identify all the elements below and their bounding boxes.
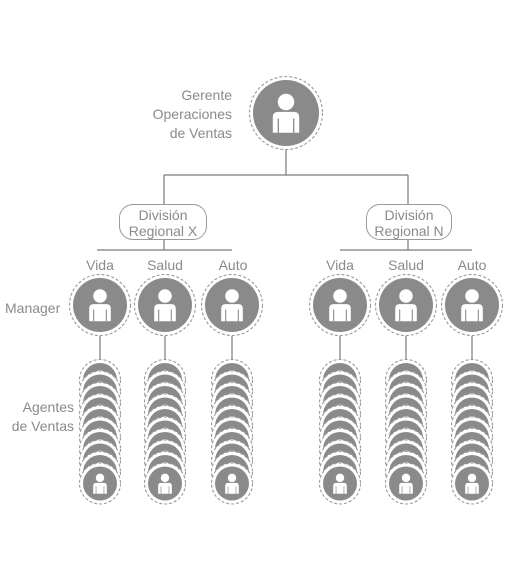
agent-icon-n-auto-10 [450, 462, 494, 505]
icon-body [461, 304, 483, 322]
product-label-n-auto: Auto [457, 257, 487, 273]
division-n-pill: División Regional N [366, 204, 452, 240]
icon-head [160, 473, 170, 483]
icon-body [333, 482, 347, 494]
product-label-x-salud: Salud [147, 257, 183, 273]
division-x-line-2: Regional X [128, 223, 198, 239]
icon-head [399, 289, 413, 303]
agents-row-label: Agentes de Ventas [12, 398, 74, 436]
icon-head [333, 289, 347, 303]
icon-head [465, 289, 479, 303]
icon-body [154, 304, 176, 322]
icon-head [95, 473, 105, 483]
top-title: Gerente Operaciones de Ventas [153, 86, 232, 143]
manager-icon-n-auto [440, 273, 504, 337]
icon-body [93, 482, 107, 494]
agent-icon-n-salud-10 [384, 462, 428, 505]
product-label-x-vida: Vida [86, 257, 114, 273]
product-label-n-salud: Salud [388, 257, 424, 273]
icon-head [93, 289, 107, 303]
agent-icon-x-salud-10 [143, 462, 187, 505]
icon-body [465, 482, 479, 494]
icon-body [89, 304, 111, 322]
icon-body [395, 304, 417, 322]
division-x-line-1: División [138, 207, 188, 223]
manager-icon-n-salud [374, 273, 438, 337]
top-manager-icon [248, 75, 324, 151]
product-label-x-auto: Auto [218, 257, 248, 273]
icon-head [277, 93, 295, 111]
icon-body [399, 482, 413, 494]
icon-body [329, 304, 351, 322]
manager-icon-x-salud [133, 273, 197, 337]
icon-head [158, 289, 172, 303]
icon-body [272, 111, 300, 133]
agents-row-label-line-1: Agentes [22, 399, 74, 415]
agents-row-label-line-2: de Ventas [11, 418, 74, 434]
product-label-n-vida: Vida [326, 257, 354, 273]
agent-icon-x-auto-10 [210, 462, 254, 505]
agent-icon-n-vida-10 [318, 462, 362, 505]
icon-body [221, 304, 243, 322]
division-n-line-1: División [384, 207, 434, 223]
manager-icon-n-vida [308, 273, 372, 337]
icon-head [335, 473, 345, 483]
manager-icon-x-auto [200, 273, 264, 337]
top-title-line-2: Operaciones [152, 106, 232, 122]
top-title-line-3: de Ventas [169, 125, 232, 141]
manager-row-label: Manager [5, 300, 61, 316]
manager-icon-x-vida [68, 273, 132, 337]
division-n-line-2: Regional N [374, 223, 444, 239]
icon-head [227, 473, 237, 483]
agent-icon-x-vida-10 [78, 462, 122, 505]
icon-head [225, 289, 239, 303]
icon-body [158, 482, 172, 494]
icon-head [401, 473, 411, 483]
division-x-pill: División Regional X [119, 204, 207, 240]
top-title-line-1: Gerente [181, 87, 232, 103]
icon-body [225, 482, 239, 494]
icon-head [467, 473, 477, 483]
